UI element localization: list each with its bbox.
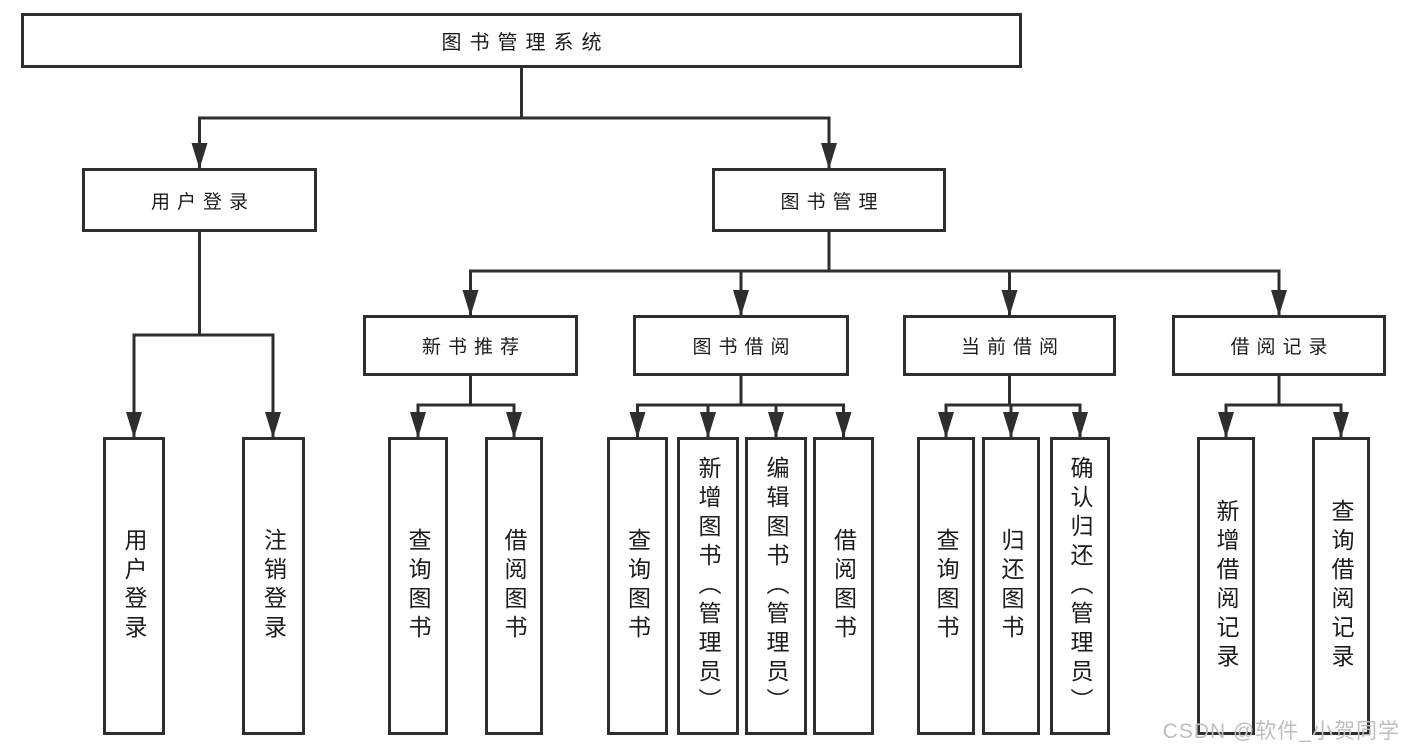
node-library-system: 图书管理系统 <box>21 13 1022 68</box>
leaf-borrow-books-borrow: 借阅图书 <box>813 437 874 735</box>
node-current-borrowing: 当前借阅 <box>903 315 1116 376</box>
leaf-borrow-books-newbooks: 借阅图书 <box>485 437 543 735</box>
leaf-query-books-newbooks: 查询图书 <box>388 437 448 735</box>
leaf-query-books-current: 查询图书 <box>917 437 975 735</box>
node-borrowing-records: 借阅记录 <box>1172 315 1386 376</box>
node-user-login: 用户登录 <box>82 168 317 232</box>
node-new-book-recommendation: 新书推荐 <box>363 315 578 376</box>
leaf-user-login: 用户登录 <box>103 437 165 735</box>
leaf-add-books-admin: 新增图书（管理员） <box>677 437 739 735</box>
leaf-query-books-borrow: 查询图书 <box>607 437 668 735</box>
leaf-add-borrow-record: 新增借阅记录 <box>1197 437 1255 735</box>
watermark: CSDN @软件_小贺同学 <box>1162 720 1400 743</box>
leaf-confirm-return-admin: 确认归还（管理员） <box>1050 437 1110 735</box>
leaf-logout: 注销登录 <box>242 437 305 735</box>
leaf-query-borrow-record: 查询借阅记录 <box>1312 437 1370 735</box>
leaf-return-books: 归还图书 <box>982 437 1040 735</box>
node-book-borrowing: 图书借阅 <box>633 315 849 376</box>
node-book-management: 图书管理 <box>712 168 946 232</box>
leaf-edit-books-admin: 编辑图书（管理员） <box>745 437 807 735</box>
